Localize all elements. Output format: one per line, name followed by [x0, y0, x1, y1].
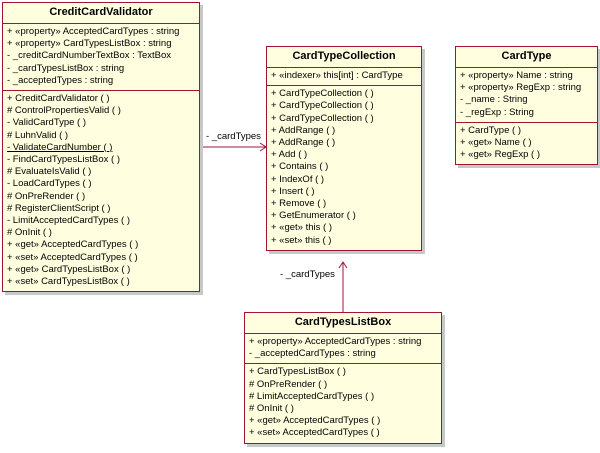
operation: + «get» Name ( ): [460, 137, 532, 149]
operations-compartment: + CardTypeCollection ( ) + CardTypeColle…: [267, 86, 421, 250]
operation: # OnPreRender ( ): [249, 378, 328, 390]
operation: + «get» this ( ): [271, 222, 332, 234]
class-name: CreditCardValidator: [3, 3, 199, 24]
operation: + CardTypeCollection ( ): [271, 88, 374, 100]
operation-static: - ValidateCardNumber ( ): [7, 141, 113, 153]
attributes-compartment: + «indexer» this[int] : CardType: [267, 68, 421, 87]
attributes-compartment: + «property» Name : string + «property» …: [456, 68, 597, 123]
attribute: - _regExp : String: [460, 106, 534, 118]
operation: + CardTypeCollection ( ): [271, 100, 374, 112]
class-card-type[interactable]: CardType + «property» Name : string + «p…: [455, 46, 598, 166]
operation: + CardTypeCollection ( ): [271, 112, 374, 124]
operation: + «set» AcceptedCardTypes ( ): [249, 427, 380, 439]
operation: + Contains ( ): [271, 161, 329, 173]
operation: + CardTypesListBox ( ): [249, 366, 346, 378]
attributes-compartment: + «property» AcceptedCardTypes : string …: [3, 24, 199, 92]
operation: + CardType ( ): [460, 124, 521, 136]
operation: # OnInit ( ): [249, 403, 294, 415]
attribute: - _acceptedTypes : string: [7, 74, 114, 86]
attribute: - _acceptedCardTypes : string: [249, 348, 376, 360]
operation: # EvaluateIsValid ( ): [7, 166, 92, 178]
class-name: CardTypesListBox: [245, 313, 441, 334]
attribute: - _cardTypesListBox : string: [7, 62, 125, 74]
attribute: - _creditCardNumberTextBox : TextBox: [7, 50, 172, 62]
attribute: - _name : String: [460, 94, 528, 106]
attribute: + «property» AcceptedCardTypes : string: [249, 336, 422, 347]
operation: - FindCardTypesListBox ( ): [7, 154, 120, 166]
operation: # OnPreRender ( ): [7, 190, 86, 202]
attribute: + «indexer» this[int] : CardType: [271, 70, 403, 81]
operation: + «set» this ( ): [271, 234, 332, 246]
operation: + «set» AcceptedCardTypes ( ): [7, 251, 138, 263]
class-card-type-collection[interactable]: CardTypeCollection + «indexer» this[int]…: [266, 46, 422, 251]
operation: + AddRange ( ): [271, 124, 336, 136]
attribute: + «property» RegExp : string: [460, 82, 582, 94]
attributes-compartment: + «property» AcceptedCardTypes : string …: [245, 334, 441, 365]
operations-compartment: + CreditCardValidator ( ) # ControlPrope…: [3, 91, 199, 291]
role-label-validator-cardtypes: - _cardTypes: [206, 131, 261, 142]
role-label-listbox-cardtypes: - _cardTypes: [280, 269, 335, 280]
operation: # LuhnValid ( ): [7, 129, 69, 141]
class-name: CardTypeCollection: [267, 47, 421, 68]
operation: - LimitAcceptedCardTypes ( ): [7, 215, 131, 227]
operation: + «set» CardTypesListBox ( ): [7, 276, 130, 288]
operation: - LoadCardTypes ( ): [7, 178, 92, 190]
class-credit-card-validator[interactable]: CreditCardValidator + «property» Accepte…: [2, 2, 200, 293]
operation: - ValidCardType ( ): [7, 117, 87, 129]
operation: + «get» AcceptedCardTypes ( ): [249, 415, 381, 427]
operation: + «get» CardTypesListBox ( ): [7, 263, 131, 275]
operations-compartment: + CardTypesListBox ( ) # OnPreRender ( )…: [245, 364, 441, 442]
operations-compartment: + CardType ( ) + «get» Name ( ) + «get» …: [456, 123, 597, 165]
operation: + IndexOf ( ): [271, 173, 325, 185]
attribute: + «property» CardTypesListBox : string: [7, 38, 172, 50]
operation: + Insert ( ): [271, 185, 315, 197]
operation: + AddRange ( ): [271, 137, 336, 149]
attribute: + «property» Name : string: [460, 70, 573, 81]
class-card-types-list-box[interactable]: CardTypesListBox + «property» AcceptedCa…: [244, 312, 442, 444]
attribute: + «property» AcceptedCardTypes : string: [7, 26, 180, 37]
operation: + «get» RegExp ( ): [460, 149, 541, 161]
operation: # LimitAcceptedCardTypes ( ): [249, 390, 375, 402]
operation: # RegisterClientScript ( ): [7, 202, 111, 214]
operation: + Remove ( ): [271, 198, 327, 210]
class-name: CardType: [456, 47, 597, 68]
operation: + GetEnumerator ( ): [271, 210, 356, 222]
operation: + «get» AcceptedCardTypes ( ): [7, 239, 139, 251]
association-arrowhead-collection-2: [338, 261, 348, 269]
operation: # OnInit ( ): [7, 227, 52, 239]
operation: + CreditCardValidator ( ): [7, 93, 110, 105]
operation: + Add ( ): [271, 149, 308, 161]
operation: # ControlPropertiesValid ( ): [7, 105, 121, 117]
